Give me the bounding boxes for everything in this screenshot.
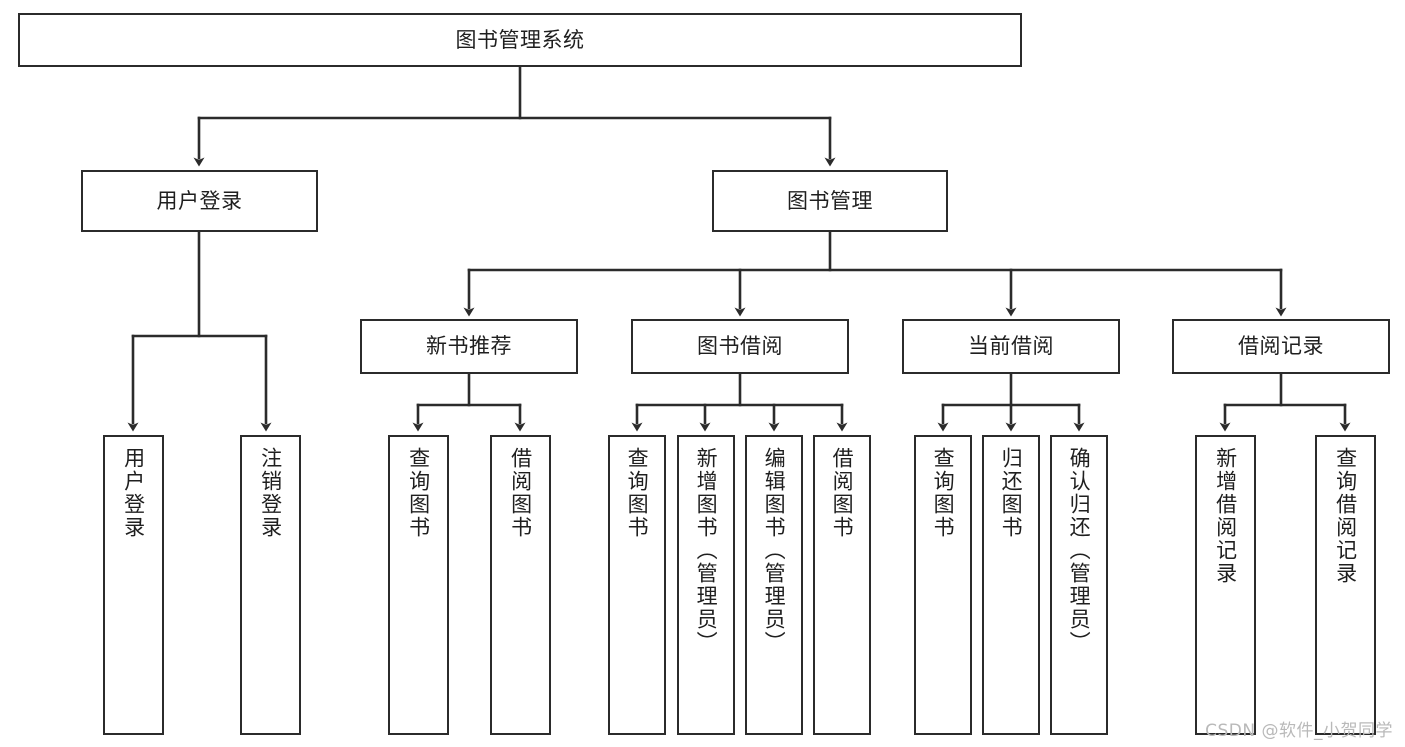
leaf-book-borrow-add[interactable]: 新增图书（管理员） (677, 435, 735, 735)
node-new-book-recommend[interactable]: 新书推荐 (360, 319, 578, 374)
node-borrow-record[interactable]: 借阅记录 (1172, 319, 1390, 374)
node-label: 查询图书 (625, 447, 650, 539)
node-label: 查询图书 (931, 447, 956, 539)
leaf-new-book-query[interactable]: 查询图书 (388, 435, 449, 735)
node-label: 用户登录 (121, 447, 146, 539)
node-label: 注销登录 (258, 447, 283, 539)
leaf-book-borrow-borrow[interactable]: 借阅图书 (813, 435, 871, 735)
node-book-management[interactable]: 图书管理 (712, 170, 948, 232)
node-label: 借阅图书 (508, 447, 533, 539)
node-label: 图书管理系统 (455, 27, 585, 52)
node-user-login[interactable]: 用户登录 (81, 170, 318, 232)
leaf-current-borrow-return[interactable]: 归还图书 (982, 435, 1040, 735)
leaf-user-login-logout[interactable]: 注销登录 (240, 435, 301, 735)
node-label: 图书管理 (787, 188, 873, 213)
node-label: 编辑图书（管理员） (762, 447, 787, 654)
watermark-text: CSDN @软件_小贺同学 (1205, 721, 1393, 741)
node-label: 用户登录 (156, 188, 243, 213)
node-label: 新增图书（管理员） (694, 447, 719, 654)
leaf-new-book-borrow[interactable]: 借阅图书 (490, 435, 551, 735)
node-label: 当前借阅 (968, 334, 1054, 359)
node-label: 新书推荐 (426, 334, 512, 359)
node-label: 查询图书 (406, 447, 431, 539)
leaf-borrow-record-add[interactable]: 新增借阅记录 (1195, 435, 1256, 735)
node-label: 借阅记录 (1238, 334, 1324, 359)
leaf-book-borrow-edit[interactable]: 编辑图书（管理员） (745, 435, 803, 735)
leaf-user-login-login[interactable]: 用户登录 (103, 435, 164, 735)
leaf-book-borrow-query[interactable]: 查询图书 (608, 435, 666, 735)
node-label: 归还图书 (999, 447, 1024, 539)
node-label: 新增借阅记录 (1213, 447, 1238, 585)
leaf-current-borrow-confirm-return[interactable]: 确认归还（管理员） (1050, 435, 1108, 735)
leaf-current-borrow-query[interactable]: 查询图书 (914, 435, 972, 735)
node-label: 图书借阅 (697, 334, 783, 359)
node-current-borrow[interactable]: 当前借阅 (902, 319, 1120, 374)
node-label: 查询借阅记录 (1333, 447, 1358, 585)
node-book-borrow[interactable]: 图书借阅 (631, 319, 849, 374)
leaf-borrow-record-query[interactable]: 查询借阅记录 (1315, 435, 1376, 735)
node-root-system[interactable]: 图书管理系统 (18, 13, 1022, 67)
node-label: 借阅图书 (830, 447, 855, 539)
node-label: 确认归还（管理员） (1067, 447, 1092, 654)
